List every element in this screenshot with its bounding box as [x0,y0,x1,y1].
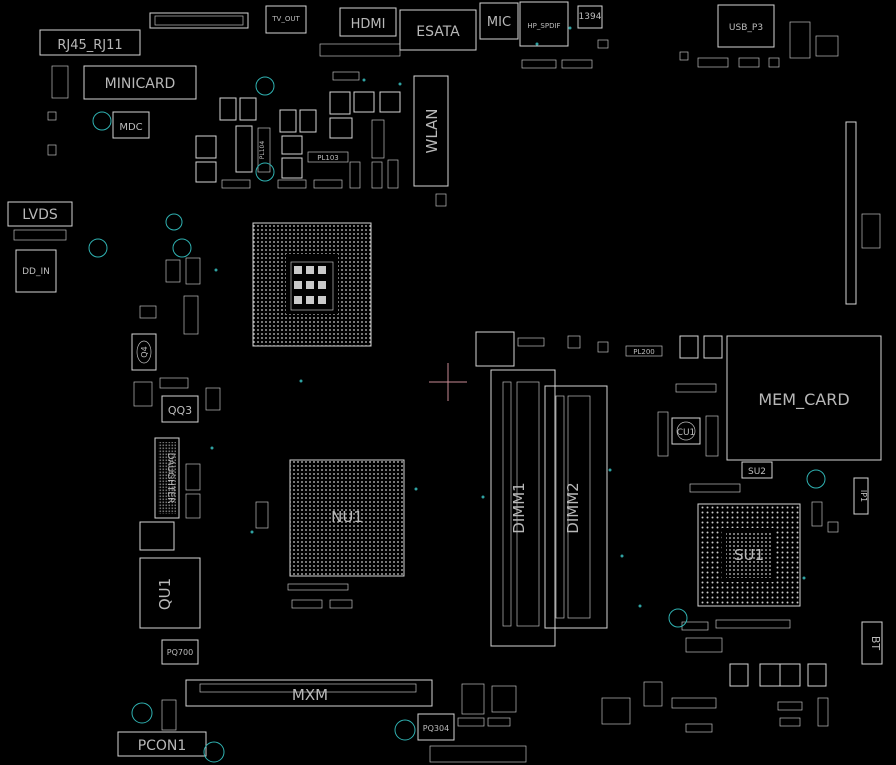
pq304-chip[interactable]: PQ304 [417,713,455,741]
cu1-label: CU1 [677,428,696,438]
right-lower-parts [601,483,839,733]
su2-label: SU2 [748,467,766,477]
ieee1394-connector[interactable]: 1394 [577,5,603,29]
mxm-slot[interactable]: MXM [185,679,433,707]
top-connector-strip [149,12,249,29]
mem-card-label: MEM_CARD [758,390,849,410]
daughter-connector[interactable]: DAUGHTER [154,437,180,519]
crosshair-cursor-icon [429,363,467,401]
ip1-label: IP1 [859,490,868,502]
dd-in-label: DD_IN [22,267,50,277]
esata-label: ESATA [416,24,460,40]
pq700-label: PQ700 [167,648,193,657]
hdmi-label: HDMI [351,17,386,32]
bt-connector[interactable]: BT [861,621,883,665]
pl103-label: PL103 [317,154,338,162]
pl104-label: PL104 [259,141,266,160]
wlan-label: WLAN [423,108,441,153]
tv-out-connector[interactable]: TV_OUT [265,5,307,34]
lvds-label: LVDS [22,207,58,223]
mdc-module[interactable]: MDC [112,111,150,139]
minicard-label: MINICARD [105,76,176,92]
bottom-center-parts [161,683,527,763]
dimm1-slot[interactable]: DIMM1 [490,369,556,647]
cu1-chip[interactable]: CU1 [671,417,701,445]
mdc-label: MDC [119,122,142,133]
esata-connector[interactable]: ESATA [399,9,477,51]
nu1-side-caps [255,501,353,609]
lvds-connector[interactable]: LVDS [7,201,73,227]
mic-jack[interactable]: MIC [479,2,519,40]
pl200-label: PL200 [633,348,654,356]
daughter-label: DAUGHTER [165,453,175,504]
usb-p3-connector[interactable]: USB_P3 [717,4,775,48]
q4-mosfet[interactable]: Q4 [131,333,157,371]
mounting-holes [88,76,826,763]
right-edge-connector[interactable] [845,121,881,305]
dimm1-label: DIMM1 [510,482,528,533]
left-small-ic [139,521,175,551]
nu1-bga-chip[interactable]: NU1 [289,459,405,577]
pl104-inductor[interactable]: PL104 [257,127,271,173]
pcon1-label: PCON1 [138,738,187,754]
qu1-regulator[interactable]: QU1 [139,557,201,629]
su1-bga-chip[interactable]: SU1 [697,503,801,607]
dimm2-label: DIMM2 [564,482,582,533]
mem-card-side-parts [657,335,723,457]
lvds-pads [13,229,67,241]
dd-in-connector[interactable]: DD_IN [15,249,57,293]
pl200-inductor[interactable]: PL200 [625,345,663,357]
rj45-label: RJ45_RJ11 [57,38,122,53]
mxm-label: MXM [292,686,328,704]
qu1-label: QU1 [156,578,174,610]
dimm-top-parts [475,331,609,367]
su2-chip[interactable]: SU2 [741,461,773,479]
hdmi-connector[interactable]: HDMI [339,7,397,37]
hp-spdif-jack[interactable]: HP_SPDIF [519,1,569,47]
su1-label: SU1 [734,546,764,564]
pl103-inductor[interactable]: PL103 [307,151,349,163]
top-small-parts [319,39,609,69]
pcon1-connector[interactable]: PCON1 [117,731,207,757]
left-middle-parts [133,257,221,519]
rj45-rj11-connector[interactable]: RJ45_RJ11 [39,29,141,56]
upper-power-components [195,71,401,189]
dimm2-slot[interactable]: DIMM2 [544,385,608,629]
test-points [210,26,806,608]
spdif-label: HP_SPDIF [527,22,560,30]
mem-card-slot[interactable]: MEM_CARD [726,335,882,461]
cpu-bga-socket[interactable] [252,222,372,347]
usb-p3-label: USB_P3 [729,23,763,33]
qq3-chip[interactable]: QQ3 [161,395,199,423]
left-small-parts [47,65,69,156]
p1394-label: 1394 [579,12,602,22]
q4-label: Q4 [140,346,149,357]
ip1-connector[interactable]: IP1 [853,477,869,515]
wlan-side-parts [349,119,447,207]
small-top-right-components [679,21,839,68]
qq3-label: QQ3 [168,404,192,417]
wlan-slot[interactable]: WLAN [413,75,449,187]
nu1-label: NU1 [331,508,363,526]
minicard-slot[interactable]: MINICARD [83,65,197,100]
tv-out-label: TV_OUT [271,15,300,23]
pq700-mosfet[interactable]: PQ700 [161,639,199,665]
pq304-label: PQ304 [423,724,449,733]
bt-label: BT [869,636,882,651]
mic-label: MIC [487,15,511,30]
